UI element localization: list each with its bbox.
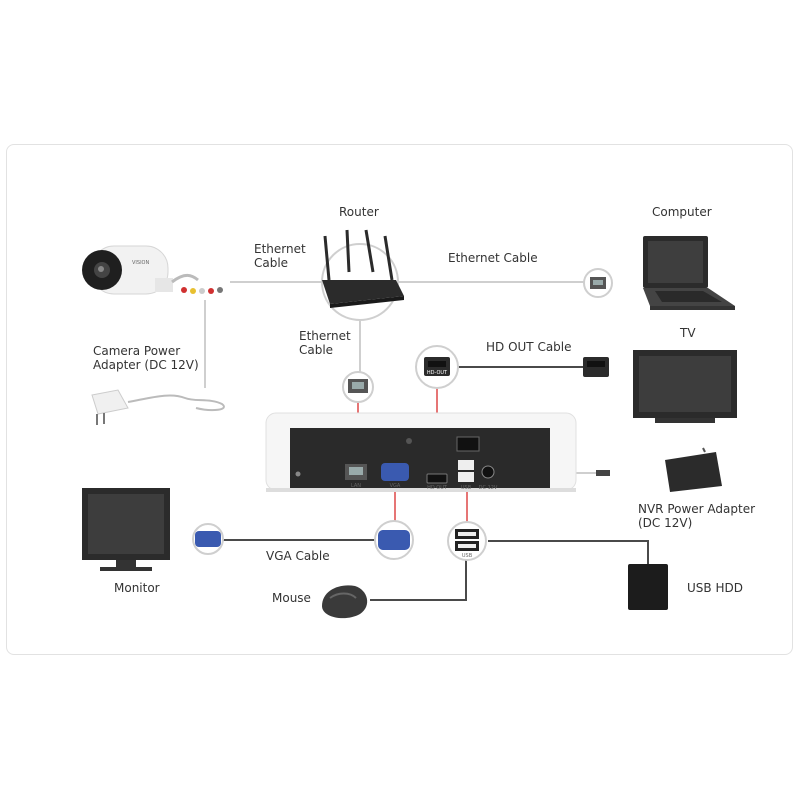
camera-power-label-1: Camera Power <box>93 344 181 358</box>
dark-cables <box>222 366 649 601</box>
nvr-vga-label: VGA <box>390 483 401 489</box>
nvr-usb-label: USB <box>461 485 472 491</box>
ethernet-down-label-2: Cable <box>299 343 334 357</box>
hdout-cable-label: HD OUT Cable <box>486 340 572 354</box>
nvr-vga-port <box>381 463 409 481</box>
vga-cable-label: VGA Cable <box>266 549 330 563</box>
usb-hdd-icon <box>628 564 668 610</box>
nvr-power-label-2: (DC 12V) <box>638 516 693 530</box>
computer-label: Computer <box>652 205 712 219</box>
usb-hdd-label: USB HDD <box>687 581 743 595</box>
nvr-hdout-label: HD OUT <box>427 485 448 491</box>
camera-icon: VISION <box>82 245 223 295</box>
nvr-usb-port-2 <box>458 472 474 482</box>
nvr-icon: LAN VGA HD OUT USB DC 12V <box>265 412 577 492</box>
camera-power-label-2: Adapter (DC 12V) <box>93 358 199 372</box>
router-icon <box>321 229 404 321</box>
nvr-usb-port-1 <box>458 460 474 470</box>
ethernet-left-label-1: Ethernet <box>254 242 306 256</box>
nvr-power-label-1: NVR Power Adapter <box>638 502 756 516</box>
nvr-hdmi-port <box>426 473 448 484</box>
vga-port-badge-icon <box>374 520 414 560</box>
usb-badge-label: USB <box>462 553 473 559</box>
usb-port-icon: USB <box>447 521 487 561</box>
nvr-power-adapter-icon <box>596 447 722 492</box>
lan-port-badge-icon <box>342 371 374 403</box>
computer-icon <box>643 236 735 310</box>
hdout-badge-label: HD-OUT <box>427 370 448 376</box>
mouse-icon <box>322 585 368 619</box>
power-adapter-icon <box>91 389 225 425</box>
ethernet-port-icon <box>583 268 613 298</box>
nvr-dc-port <box>481 465 495 479</box>
usb-hdd-cable <box>488 540 649 564</box>
tv-icon <box>633 350 737 423</box>
monitor-label: Monitor <box>114 581 160 595</box>
ethernet-right-label: Ethernet Cable <box>448 251 538 265</box>
ethernet-left-label-2: Cable <box>254 256 289 270</box>
hdmi-connector-icon <box>583 357 609 377</box>
camera-brand: VISION <box>132 260 149 266</box>
hdmi-port-icon: HD-OUT <box>415 345 459 389</box>
tv-label: TV <box>680 326 696 340</box>
monitor-icon <box>82 488 170 571</box>
router-label: Router <box>339 205 379 219</box>
vga-port-icon <box>192 523 224 555</box>
nvr-dc-label: DC 12V <box>479 485 498 491</box>
nvr-lan-label: LAN <box>351 483 361 489</box>
ethernet-down-label-1: Ethernet <box>299 329 351 343</box>
mouse-label: Mouse <box>272 591 311 605</box>
mouse-cable <box>370 560 467 601</box>
